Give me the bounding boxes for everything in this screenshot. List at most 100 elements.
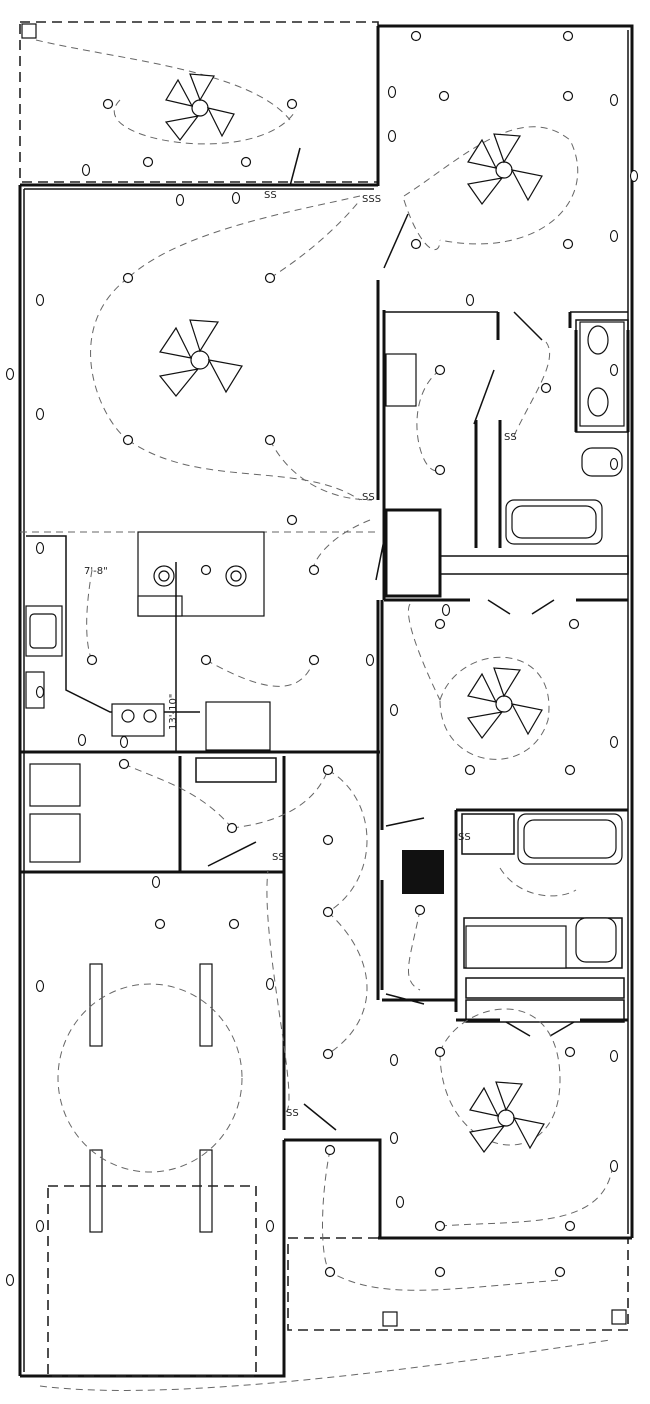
wall-outlet-icon <box>77 733 87 747</box>
ceiling-light-icon <box>154 918 166 930</box>
interior-walls <box>20 280 630 1130</box>
ceiling-light-icon <box>322 834 334 846</box>
wall-outlet-icon <box>35 541 45 555</box>
wall-outlet-icon <box>35 1219 45 1233</box>
wall-outlet-icon <box>5 1273 15 1287</box>
ceiling-light-icon <box>324 1266 336 1278</box>
wall-outlet-icon <box>629 169 639 183</box>
bath-2 <box>402 813 623 969</box>
wall-outlet-icon <box>609 1159 619 1173</box>
wall-outlet-icon <box>609 735 619 749</box>
ceiling-light-icon <box>324 1144 336 1156</box>
garage <box>47 963 257 1377</box>
ceiling-light-icon <box>540 382 552 394</box>
ceiling-light-icon <box>286 98 298 110</box>
laundry <box>29 763 81 863</box>
fan-5 <box>468 1081 545 1154</box>
svg-text:SS: SS <box>264 190 277 201</box>
ceiling-light-icon <box>562 238 574 250</box>
ceiling-light-icon <box>86 654 98 666</box>
kitchen-vertical-dimension: 13'-10" <box>168 694 179 730</box>
exterior-walls <box>18 24 634 1378</box>
fan-1 <box>164 73 235 141</box>
ceiling-light-icon <box>434 618 446 630</box>
wall-outlet-icon <box>81 163 91 177</box>
svg-text:SS: SS <box>362 492 375 503</box>
wall-outlet-icon <box>231 191 241 205</box>
fan-4 <box>466 667 543 740</box>
wall-outlet-icon <box>175 193 185 207</box>
ceiling-light-icon <box>434 464 446 476</box>
ceiling-light-icon <box>568 618 580 630</box>
ceiling-light-icon <box>464 764 476 776</box>
doors <box>207 147 575 1131</box>
wall-outlet-icon <box>441 603 451 617</box>
ceiling-light-icon <box>322 764 334 776</box>
wall-outlet-icon <box>389 1053 399 1067</box>
wall-outlet-icon <box>609 229 619 243</box>
ceiling-light-icon <box>308 564 320 576</box>
wall-outlet-icon <box>609 93 619 107</box>
ceiling-light-icon <box>142 156 154 168</box>
svg-text:SS: SS <box>272 852 285 863</box>
wall-outlet-icon <box>35 979 45 993</box>
ceiling-light-icon <box>240 156 252 168</box>
kitchen-counter-dimension: 7'-8" <box>84 566 108 577</box>
ceiling-light-icon <box>562 30 574 42</box>
rear-porch <box>287 1237 629 1331</box>
ceiling-light-icon <box>564 1046 576 1058</box>
wall-outlet-icon <box>389 703 399 717</box>
ceiling-light-icon <box>434 1046 446 1058</box>
wall-outlet-icon <box>35 293 45 307</box>
fan-2 <box>466 133 543 206</box>
ceiling-light-icon <box>410 30 422 42</box>
ceiling-light-icon <box>200 654 212 666</box>
ceiling-light-icon <box>308 654 320 666</box>
wall-outlets <box>5 85 639 1287</box>
wall-outlet-icon <box>35 407 45 421</box>
wall-outlet-icon <box>609 1049 619 1063</box>
fan-3 <box>158 319 243 397</box>
ceiling-light-icon <box>554 1266 566 1278</box>
ceiling-light-icon <box>322 1048 334 1060</box>
wall-outlet-icon <box>465 293 475 307</box>
svg-text:SS: SS <box>504 432 517 443</box>
kitchen-lights <box>153 565 247 587</box>
wall-outlet-icon <box>5 367 15 381</box>
ceiling-light-icon <box>322 906 334 918</box>
wall-outlet-icon <box>387 85 397 99</box>
wall-outlet-icon <box>387 129 397 143</box>
ceiling-light-icon <box>264 272 276 284</box>
ceiling-light-icon <box>122 272 134 284</box>
wall-outlet-icon <box>265 1219 275 1233</box>
wall-outlet-icon <box>389 1131 399 1145</box>
ceiling-lights <box>86 30 580 1278</box>
wall-outlet-icon <box>395 1195 405 1209</box>
ceiling-light-icon <box>438 90 450 102</box>
ceiling-light-icon <box>264 434 276 446</box>
wall-outlet-icon <box>265 977 275 991</box>
svg-text:SS: SS <box>458 832 471 843</box>
wall-outlet-icon <box>119 735 129 749</box>
wall-outlet-icon <box>365 653 375 667</box>
kitchen <box>25 531 271 752</box>
ceiling-light-icon <box>286 514 298 526</box>
ceiling-light-icon <box>434 364 446 376</box>
ceiling-light-icon <box>564 764 576 776</box>
ceiling-light-icon <box>200 564 212 576</box>
ceiling-light-icon <box>562 90 574 102</box>
ceiling-light-icon <box>226 822 238 834</box>
wall-outlet-icon <box>35 685 45 699</box>
wall-outlet-icon <box>609 457 619 471</box>
ceiling-light-icon <box>434 1220 446 1232</box>
switches: SSS SS SS SS SS SS SS <box>264 190 517 1119</box>
ceiling-light-icon <box>228 918 240 930</box>
ceiling-light-icon <box>410 238 422 250</box>
wall-outlet-icon <box>151 875 161 889</box>
ceiling-light-icon <box>122 434 134 446</box>
ceiling-light-icon <box>102 98 114 110</box>
ceiling-light-icon <box>434 1266 446 1278</box>
ceiling-light-icon <box>118 758 130 770</box>
svg-text:SSS: SSS <box>362 194 381 205</box>
